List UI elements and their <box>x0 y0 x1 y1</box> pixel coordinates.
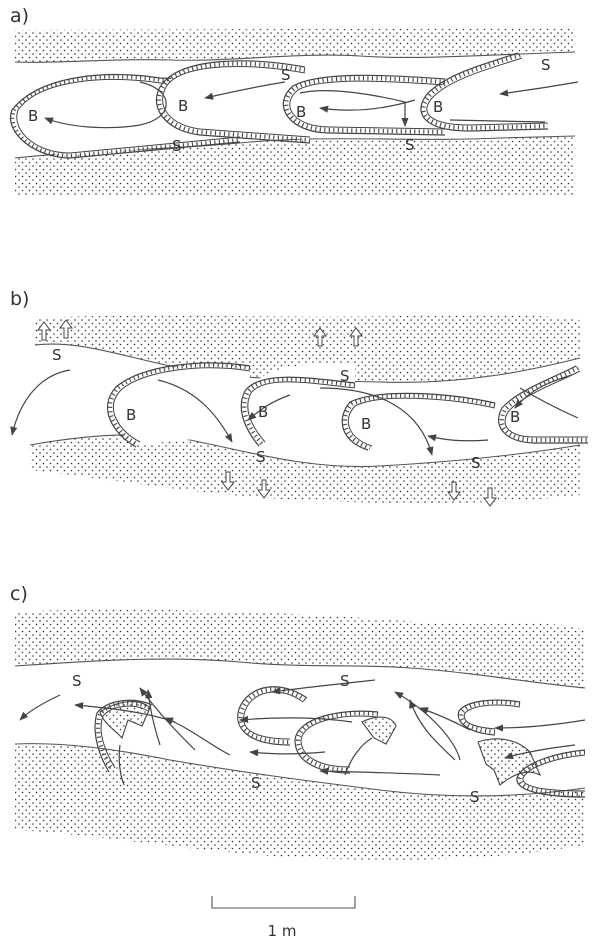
panel-c-label: c) <box>10 583 28 605</box>
flow-arrow <box>272 680 375 692</box>
label-b: B <box>258 403 268 421</box>
lens-bed <box>421 53 548 131</box>
label-s: S <box>256 448 266 466</box>
panel-b-label: b) <box>10 288 29 310</box>
label-b: B <box>28 107 38 125</box>
flow-arrow <box>20 695 60 720</box>
label-s: S <box>340 367 350 385</box>
sand-clast <box>362 717 396 744</box>
panel-c: c) <box>10 583 585 860</box>
lens-fragment <box>238 687 307 745</box>
label-b: B <box>296 103 306 121</box>
label-b: B <box>510 408 520 426</box>
label-s: S <box>471 454 481 472</box>
scale-bar-line <box>212 896 355 908</box>
stippled-layer-top <box>15 610 585 688</box>
label-b: B <box>433 98 443 116</box>
lens-bed <box>499 366 588 443</box>
label-s: S <box>470 788 480 806</box>
label-s: S <box>541 56 551 74</box>
label-b: B <box>126 406 136 424</box>
flow-arrow <box>410 700 455 760</box>
scale-bar-label: 1 m <box>268 922 297 940</box>
label-s: S <box>72 672 82 690</box>
stippled-layer-top <box>15 28 575 62</box>
label-s: S <box>172 137 182 155</box>
sand-clast <box>478 739 540 785</box>
panel-b: b) <box>10 288 588 506</box>
label-s: S <box>281 66 291 84</box>
lens-bed <box>108 363 250 447</box>
flow-arrow <box>165 718 230 755</box>
label-b: B <box>361 415 371 433</box>
sand-clast <box>100 702 150 738</box>
label-s: S <box>52 346 62 364</box>
label-b: B <box>178 97 188 115</box>
scale-bar: 1 m <box>212 896 355 940</box>
label-s: S <box>340 672 350 690</box>
flow-line <box>345 738 372 775</box>
flow-arrow <box>250 752 325 754</box>
label-s: S <box>405 136 415 154</box>
flow-arrow <box>495 720 585 728</box>
panel-a: a) <box>10 5 578 196</box>
stippled-layer-bottom <box>30 435 580 503</box>
flow-arrow <box>395 692 460 760</box>
panel-a-label: a) <box>10 5 29 27</box>
lens-fragment <box>458 700 520 735</box>
label-s: S <box>251 774 261 792</box>
flow-arrow <box>12 370 70 435</box>
